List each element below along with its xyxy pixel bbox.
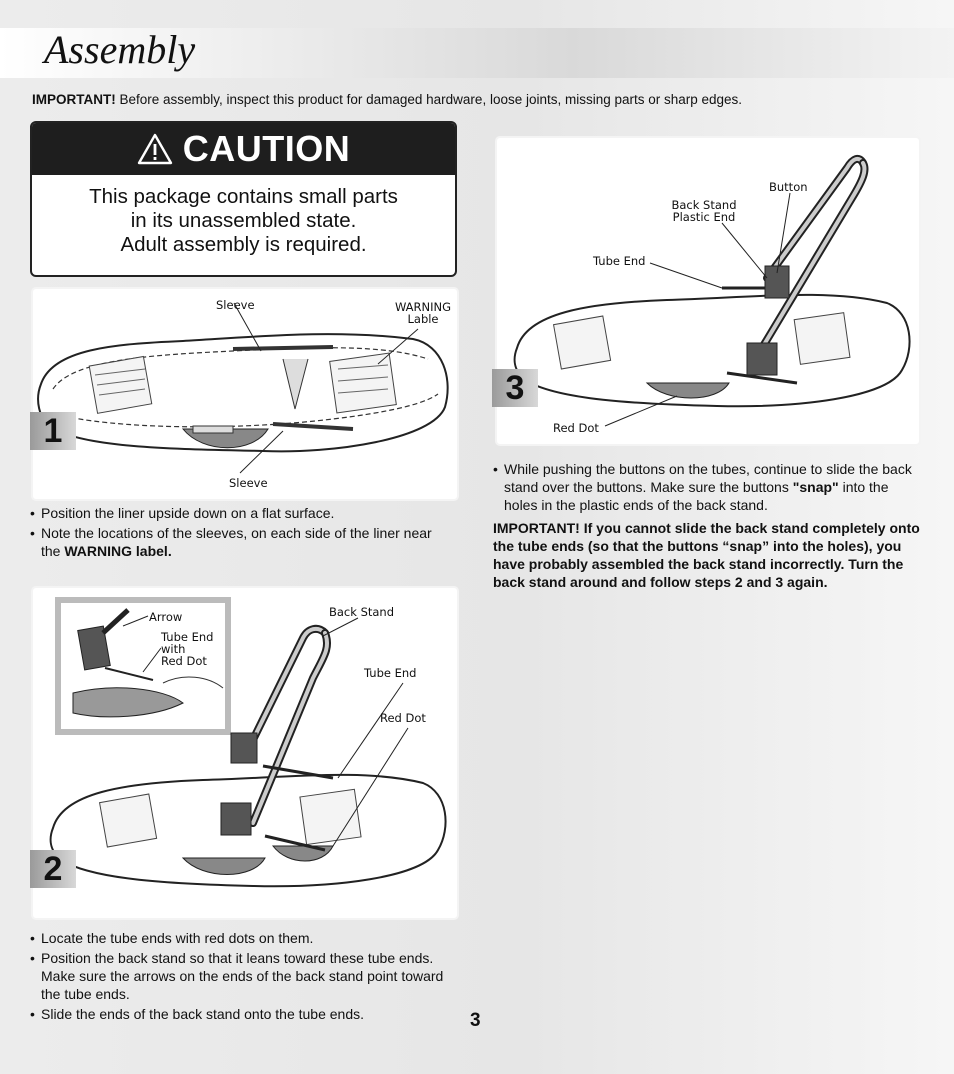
step2-illustration: 2 Arrow Tube End with Red Dot Back Stand…	[30, 588, 457, 918]
label-red-dot: Red Dot	[380, 711, 426, 725]
list-item-bold: WARNING label.	[64, 543, 172, 559]
caution-message: This package contains small parts in its…	[32, 185, 455, 257]
label-sleeve-bottom: Sleeve	[229, 476, 268, 490]
list-item-text: into the holes in the plastic ends of th…	[504, 479, 889, 513]
list-item: Position the back stand so that it leans…	[30, 949, 455, 1003]
list-item-text: Note the locations of the sleeves, on ea…	[41, 525, 432, 559]
list-item-text: While pushing the buttons on the tubes, …	[504, 461, 912, 495]
label-line: with	[161, 642, 186, 656]
step3-instructions: While pushing the buttons on the tubes, …	[493, 460, 918, 516]
list-item: While pushing the buttons on the tubes, …	[493, 460, 918, 514]
caution-title: CAUTION	[182, 128, 351, 169]
list-item: Slide the ends of the back stand onto th…	[30, 1005, 455, 1023]
label-tube-end-with-red-dot: Tube End with Red Dot	[161, 631, 213, 667]
label-tube-end: Tube End	[593, 254, 646, 268]
list-item: Locate the tube ends with red dots on th…	[30, 929, 455, 947]
label-red-dot: Red Dot	[553, 421, 599, 435]
label-sleeve-top: Sleeve	[216, 298, 255, 312]
important-warning: IMPORTANT! If you cannot slide the back …	[493, 520, 920, 590]
caution-header: CAUTION	[32, 123, 455, 175]
label-line: Plastic End	[672, 210, 736, 224]
liner-illustration	[37, 302, 449, 474]
snap-illustration	[513, 154, 911, 427]
step-number-badge: 1	[30, 412, 76, 450]
label-back-stand-plastic-end: Back Stand Plastic End	[665, 199, 743, 223]
step-number-badge: 3	[492, 369, 538, 407]
step2-instructions: Locate the tube ends with red dots on th…	[30, 929, 455, 1025]
label-line: Red Dot	[161, 654, 207, 668]
list-item: Note the locations of the sleeves, on ea…	[30, 524, 450, 560]
label-warning: WARNING Lable	[390, 301, 456, 325]
caution-box: CAUTION This package contains small part…	[30, 121, 457, 277]
back-stand-illustration	[49, 597, 447, 888]
step1-illustration: 1 Sleeve WARNING Lable Sleeve	[30, 289, 457, 499]
caution-line: Adult assembly is required.	[120, 233, 367, 256]
label-tube-end: Tube End	[364, 666, 417, 680]
warning-triangle-icon	[137, 133, 172, 165]
page-title: Assembly	[44, 27, 196, 72]
important-label: IMPORTANT!	[32, 92, 116, 107]
important-text: Before assembly, inspect this product fo…	[115, 92, 743, 107]
list-item: Position the liner upside down on a flat…	[30, 504, 450, 522]
label-back-stand: Back Stand	[329, 605, 395, 619]
important-intro: IMPORTANT! Before assembly, inspect this…	[32, 92, 742, 107]
label-line: Back Stand	[671, 198, 737, 212]
list-item-bold: "snap"	[792, 479, 839, 495]
label-button: Button	[769, 180, 808, 194]
caution-line: in its unassembled state.	[130, 209, 357, 232]
step1-instructions: Position the liner upside down on a flat…	[30, 504, 450, 562]
label-line: Tube End	[161, 630, 214, 644]
step3-illustration: 3 Button Back Stand Plastic End Tube End…	[492, 138, 919, 444]
caution-line: This package contains small parts	[89, 185, 398, 208]
header-band	[0, 28, 954, 78]
step-number-badge: 2	[30, 850, 76, 888]
page-number: 3	[470, 1010, 481, 1031]
label-warning-line: WARNING	[394, 300, 452, 314]
label-arrow: Arrow	[149, 610, 183, 624]
label-warning-line: Lable	[407, 312, 439, 326]
